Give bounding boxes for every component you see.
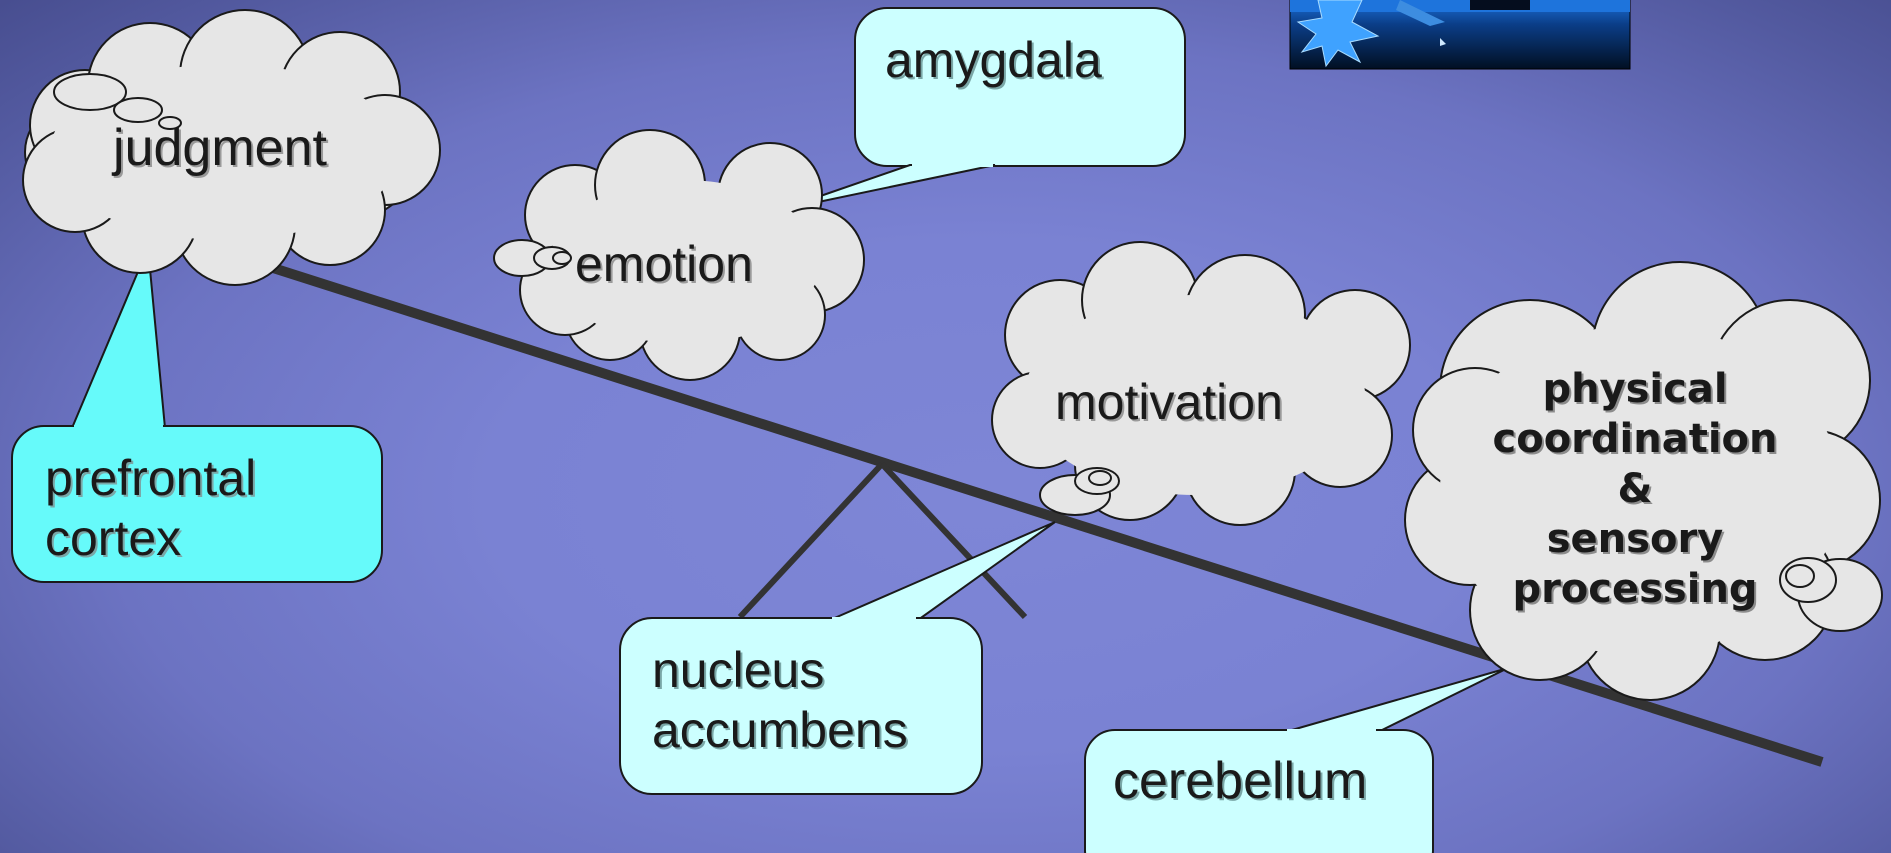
prefrontal-line-1: prefrontal (45, 450, 257, 506)
callout-amygdala (779, 7, 1186, 211)
corner-image (1289, 0, 1631, 70)
label-coordination: physical coordination & sensory processi… (1490, 364, 1780, 614)
callout-cerebellum (1084, 667, 1509, 853)
prefrontal-line-2: cortex (45, 510, 182, 566)
seesaw (246, 255, 1824, 767)
cloud-coordination (1404, 261, 1883, 701)
fulcrum-left-leg (737, 461, 885, 620)
coordination-line-2: coordination (1492, 416, 1778, 462)
coordination-line-3: & (1617, 466, 1653, 512)
label-prefrontal-cortex: prefrontal cortex (45, 448, 256, 568)
label-emotion: emotion (575, 236, 753, 292)
label-motivation: motivation (1055, 374, 1283, 430)
coordination-line-1: physical (1542, 366, 1728, 412)
cloud-judgment (22, 9, 441, 286)
label-cerebellum: cerebellum (1113, 752, 1368, 810)
label-nucleus-accumbens: nucleus accumbens (652, 640, 908, 760)
coordination-line-4: sensory (1546, 516, 1724, 562)
callout-prefrontal (11, 247, 383, 583)
coordination-line-5: processing (1512, 566, 1758, 612)
label-amygdala: amygdala (885, 32, 1102, 88)
fulcrum-right-leg (879, 461, 1028, 620)
seesaw-beam (246, 255, 1824, 767)
nucleus-line-2: accumbens (652, 702, 908, 758)
label-judgment: judgment (113, 119, 327, 177)
nucleus-line-1: nucleus (652, 642, 825, 698)
cloud-motivation (991, 241, 1411, 526)
callout-nucleus (619, 521, 1056, 795)
cloud-emotion (493, 129, 865, 381)
